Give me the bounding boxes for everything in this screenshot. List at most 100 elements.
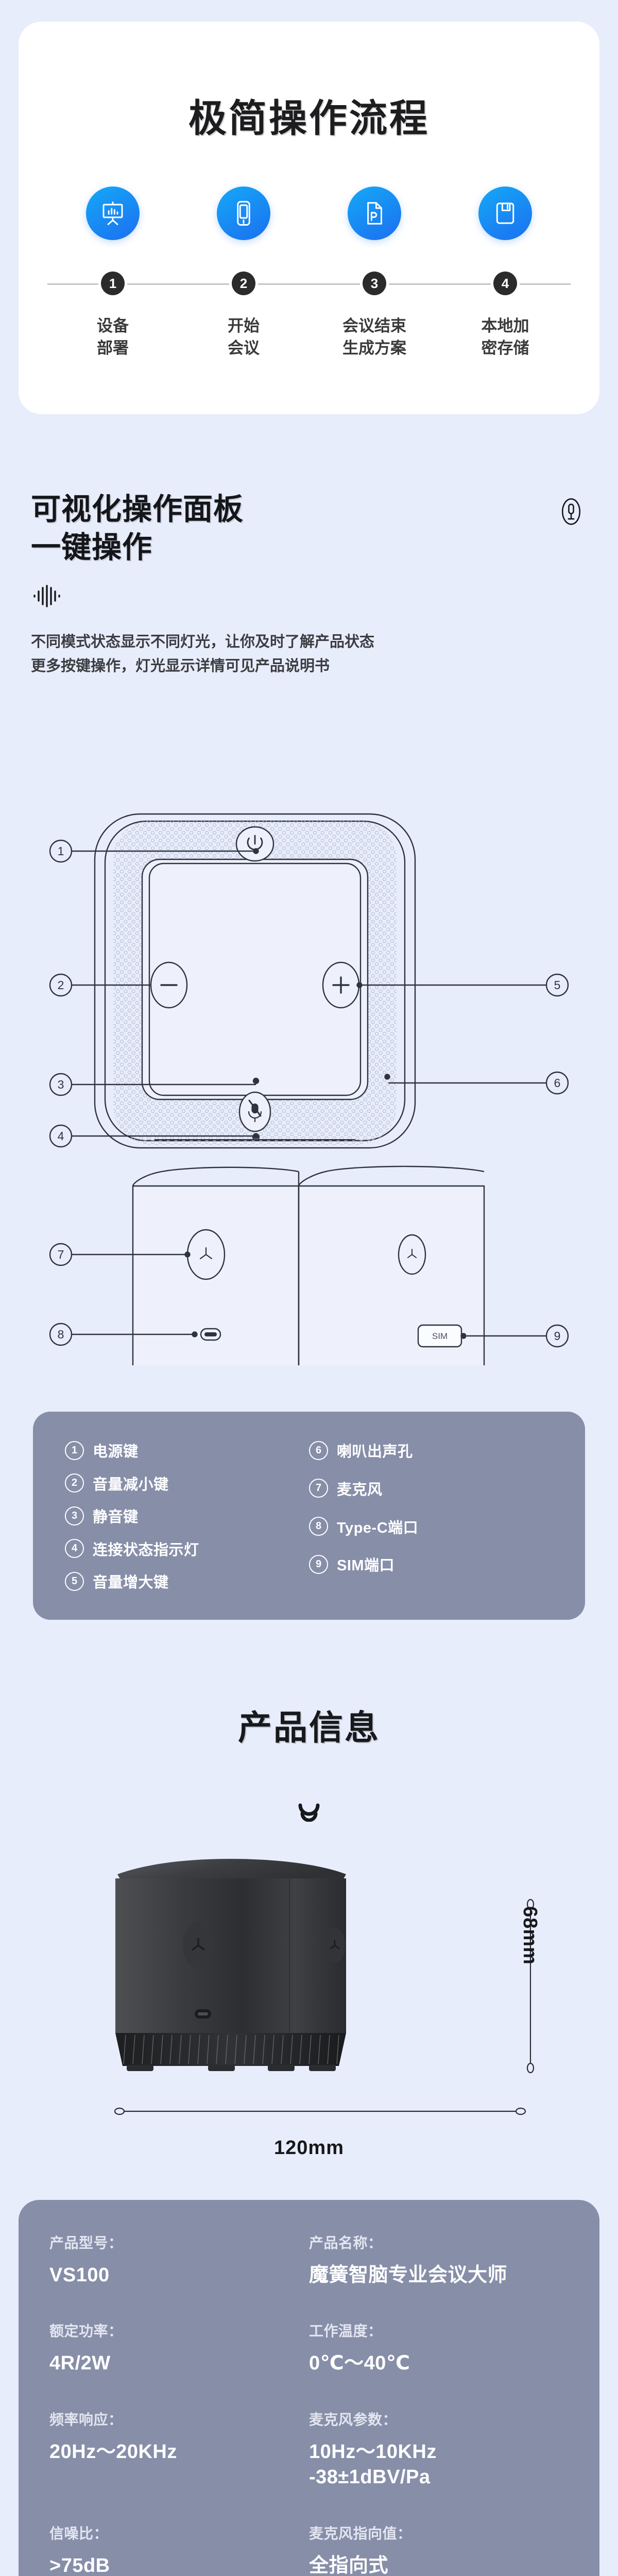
callout-label-4: 4 [58, 1129, 64, 1143]
visual-panel-heading-block: 可视化操作面板 一键操作 不同模式状态显示不同灯光，让你及时了解产品状态 更多按… [31, 490, 587, 679]
flow-step-4 [440, 187, 571, 240]
spec-key-model: 产品型号： [49, 2235, 123, 2251]
legend-label-2: 音量减小键 [93, 1476, 169, 1493]
legend-number-9: 9 [309, 1554, 328, 1574]
sound-wave-icon [33, 585, 60, 608]
specifications-grid: 产品型号： VS100 产品名称： 魔簧智脑专业会议大师 额定功率： 4R/2W… [49, 2232, 569, 2576]
operation-flow-card: 极简操作流程 [19, 22, 599, 414]
flow-icon-row [47, 187, 571, 240]
panel-title-line1: 可视化操作面板 [31, 493, 244, 526]
spec-value-frequency: 20Hz～20KHz [49, 2441, 177, 2463]
spec-key-mic-params: 麦克风参数： [309, 2411, 398, 2428]
callout-label-3: 3 [58, 1078, 64, 1091]
spec-key-snr: 信噪比： [49, 2525, 109, 2541]
callout-label-6: 6 [554, 1076, 561, 1090]
flow-number-track: 1 2 3 4 [47, 267, 571, 300]
step-label-4: 本地加 密存储 [481, 317, 529, 357]
save-disk-icon [478, 187, 532, 240]
legend-item-8: 8 Type-C端口 [309, 1516, 553, 1537]
flow-step-1 [47, 187, 178, 240]
legend-item-5: 5 音量增大键 [65, 1570, 309, 1592]
spec-key-name: 产品名称： [309, 2235, 383, 2251]
spec-cell-frequency: 频率响应： 20Hz～20KHz [49, 2409, 309, 2490]
spec-cell-temperature: 工作温度： 0℃～40℃ [309, 2320, 569, 2376]
spec-cell-power: 额定功率： 4R/2W [49, 2320, 309, 2376]
legend-label-4: 连接状态指示灯 [93, 1541, 199, 1558]
step-label-1: 设备 部署 [97, 317, 129, 357]
step-number-4: 4 [493, 272, 517, 295]
legend-number-4: 4 [65, 1539, 84, 1558]
step-number-2: 2 [232, 272, 255, 295]
step-label-2: 开始 会议 [228, 317, 260, 357]
legend-column-left: 1 电源键 2 音量减小键 3 静音键 4 连接状态指示灯 5 音量增大键 [65, 1439, 309, 1592]
flow-number-seg-4: 4 [440, 272, 571, 295]
legend-label-8: Type-C端口 [337, 1519, 419, 1536]
panel-title: 可视化操作面板 一键操作 [31, 490, 244, 567]
legend-label-6: 喇叭出声孔 [337, 1444, 413, 1460]
step-number-1: 1 [101, 272, 125, 295]
flow-title: 极简操作流程 [188, 97, 430, 140]
callout-label-5: 5 [554, 978, 561, 992]
legend-number-5: 5 [65, 1571, 84, 1591]
spec-cell-mic-params: 麦克风参数： 10Hz～10KHz -38±1dBV/Pa [309, 2409, 569, 2490]
legend-label-7: 麦克风 [337, 1481, 383, 1498]
flow-step-3 [309, 187, 440, 240]
legend-item-2: 2 音量减小键 [65, 1472, 309, 1494]
height-dimension-label: 68mm [519, 1906, 541, 1965]
spec-value-name: 魔簧智脑专业会议大师 [309, 2264, 508, 2286]
callout-label-1: 1 [58, 844, 64, 858]
pdf-document-icon [348, 187, 401, 240]
spec-value-snr: >75dB [49, 2554, 110, 2576]
legend-item-4: 4 连接状态指示灯 [65, 1538, 309, 1560]
flow-step-2 [178, 187, 309, 240]
spec-value-mic-directivity: 全指向式 [309, 2554, 389, 2576]
microphone-badge-icon [561, 498, 581, 525]
step-label-3: 会议结束 生成方案 [342, 317, 406, 357]
device-technical-diagram: 1 2 3 4 5 6 7 8 9 SIM [0, 757, 618, 1365]
callout-label-8: 8 [58, 1328, 64, 1341]
spec-value-model: VS100 [49, 2264, 110, 2286]
callout-label-2: 2 [58, 978, 64, 992]
product-info-title: 产品信息 [238, 1708, 380, 1747]
parts-legend-box: 1 电源键 2 音量减小键 3 静音键 4 连接状态指示灯 5 音量增大键 6 … [33, 1412, 585, 1620]
flow-label-row: 设备 部署 开始 会议 会议结束 生成方案 本地加 密存储 [47, 315, 571, 360]
legend-item-9: 9 SIM端口 [309, 1553, 553, 1575]
spec-cell-snr: 信噪比： >75dB [49, 2522, 309, 2576]
legend-item-3: 3 静音键 [65, 1505, 309, 1527]
specifications-panel: 产品型号： VS100 产品名称： 魔簧智脑专业会议大师 额定功率： 4R/2W… [19, 2200, 599, 2576]
mobile-phone-icon [217, 187, 270, 240]
panel-title-line2: 一键操作 [31, 531, 153, 565]
spec-cell-mic-directivity: 麦克风指向值： 全指向式 [309, 2522, 569, 2576]
legend-number-7: 7 [309, 1479, 328, 1498]
spec-key-frequency: 频率响应： [49, 2411, 123, 2428]
legend-number-2: 2 [65, 1473, 84, 1493]
smile-divider-icon [298, 1803, 320, 1822]
spec-key-temperature: 工作温度： [309, 2323, 383, 2340]
flow-number-seg-1: 1 [47, 272, 178, 295]
sim-tray-label: SIM [432, 1331, 448, 1341]
spec-value-mic-params: 10Hz～10KHz -38±1dBV/Pa [309, 2441, 437, 2488]
spec-key-mic-directivity: 麦克风指向值： [309, 2525, 412, 2541]
legend-item-6: 6 喇叭出声孔 [309, 1439, 553, 1461]
flow-number-seg-3: 3 [309, 272, 440, 295]
legend-item-1: 1 电源键 [65, 1439, 309, 1461]
callout-label-7: 7 [58, 1248, 64, 1261]
spec-key-power: 额定功率： [49, 2323, 123, 2340]
width-dimension-line [114, 2107, 526, 2115]
legend-number-3: 3 [65, 1506, 84, 1526]
legend-item-7: 7 麦克风 [309, 1478, 553, 1499]
callout-label-9: 9 [554, 1329, 561, 1343]
presentation-board-icon [86, 187, 140, 240]
legend-number-6: 6 [309, 1440, 328, 1460]
step-number-3: 3 [363, 272, 386, 295]
spec-value-power: 4R/2W [49, 2352, 111, 2375]
spec-cell-model: 产品型号： VS100 [49, 2232, 309, 2288]
legend-label-1: 电源键 [93, 1444, 139, 1460]
legend-label-5: 音量增大键 [93, 1574, 169, 1591]
legend-label-9: SIM端口 [337, 1557, 395, 1574]
flow-number-seg-2: 2 [178, 272, 309, 295]
legend-number-1: 1 [65, 1440, 84, 1460]
product-photo [0, 1855, 618, 2092]
panel-description: 不同模式状态显示不同灯光，让你及时了解产品状态 更多按键操作，灯光显示详情可见产… [31, 634, 375, 675]
spec-value-temperature: 0℃～40℃ [309, 2352, 410, 2375]
